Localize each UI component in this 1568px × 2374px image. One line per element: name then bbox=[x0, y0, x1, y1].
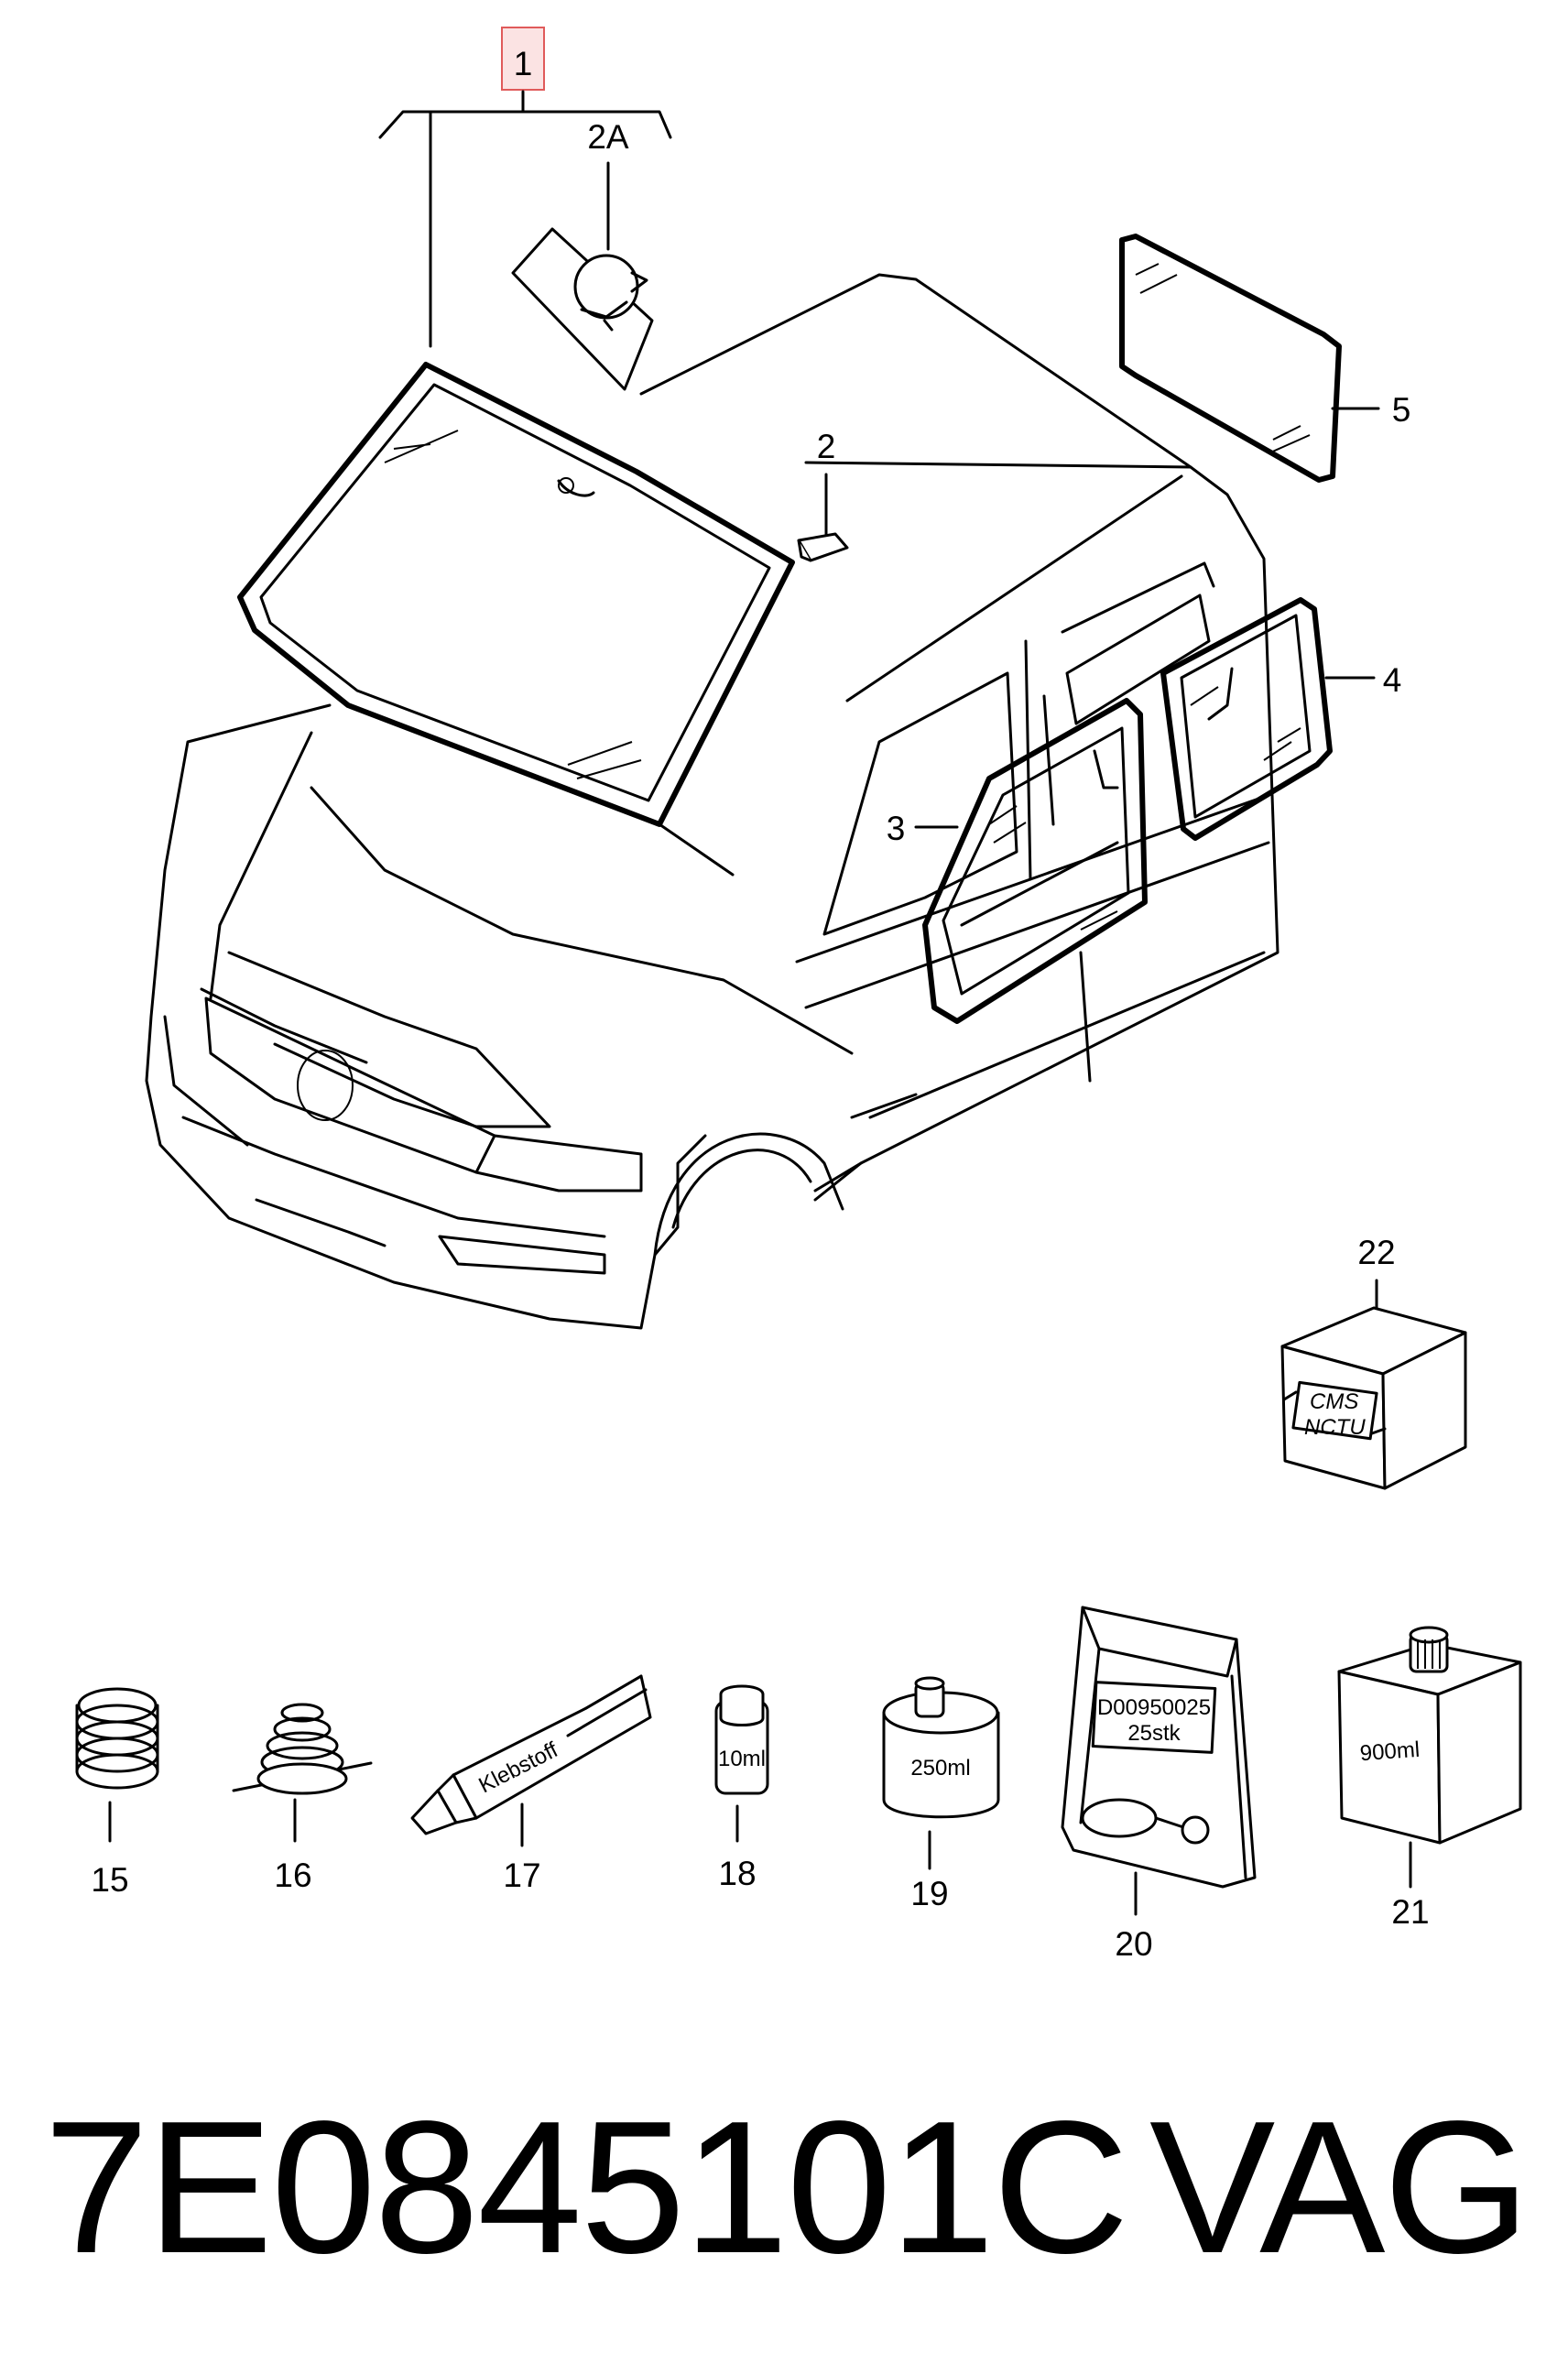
callout-22: 22 bbox=[1357, 1234, 1395, 1271]
callout-18: 18 bbox=[718, 1855, 756, 1892]
can-19: 250ml bbox=[882, 1676, 1000, 1819]
can-21: 900ml bbox=[1337, 1626, 1522, 1845]
callout-21: 21 bbox=[1391, 1893, 1429, 1931]
rear-window-5 bbox=[1119, 234, 1342, 483]
van-body bbox=[145, 273, 1279, 1330]
tube-17: Klebstoff bbox=[410, 1674, 652, 1835]
box-22-label-1: CMS bbox=[1310, 1389, 1358, 1414]
callout-16: 16 bbox=[274, 1857, 311, 1894]
clip-2A-panel bbox=[511, 227, 654, 391]
callout-5: 5 bbox=[1392, 391, 1411, 429]
callout-2A: 2A bbox=[587, 118, 629, 156]
callout-15: 15 bbox=[91, 1861, 128, 1899]
brand-label: VAG bbox=[1149, 2082, 1530, 2292]
bottle-18: 10ml bbox=[714, 1684, 769, 1795]
clip-2A-icon bbox=[573, 254, 648, 332]
side-window-4 bbox=[1160, 597, 1333, 841]
callout-1-highlight bbox=[501, 27, 545, 91]
callout-1: 1 bbox=[514, 45, 533, 82]
callout-20: 20 bbox=[1115, 1925, 1152, 1963]
callout-19: 19 bbox=[910, 1875, 948, 1912]
bag-20-code: D00950025 bbox=[1097, 1695, 1211, 1720]
windscreen bbox=[237, 362, 795, 827]
can-21-label: 900ml bbox=[1359, 1737, 1421, 1766]
box-22-label-2: NCTU bbox=[1304, 1415, 1366, 1440]
part-number: 7E0845101C bbox=[44, 2082, 1129, 2292]
callout-17: 17 bbox=[503, 1857, 540, 1894]
part-2-block bbox=[797, 532, 849, 562]
can-19-label: 250ml bbox=[910, 1756, 970, 1780]
callout-2: 2 bbox=[817, 428, 836, 465]
box-22: CMS NCTU bbox=[1280, 1306, 1467, 1490]
door-window-3 bbox=[922, 698, 1148, 1024]
bag-20-count: 25stk bbox=[1127, 1721, 1181, 1746]
coil-16 bbox=[232, 1703, 373, 1795]
callout-4: 4 bbox=[1383, 661, 1402, 699]
bottle-18-label: 10ml bbox=[718, 1747, 766, 1771]
coil-15 bbox=[75, 1687, 159, 1790]
callout-3: 3 bbox=[887, 810, 906, 847]
callout-1-bracket bbox=[378, 90, 672, 348]
bag-20: D00950025 25stk bbox=[1061, 1606, 1257, 1889]
